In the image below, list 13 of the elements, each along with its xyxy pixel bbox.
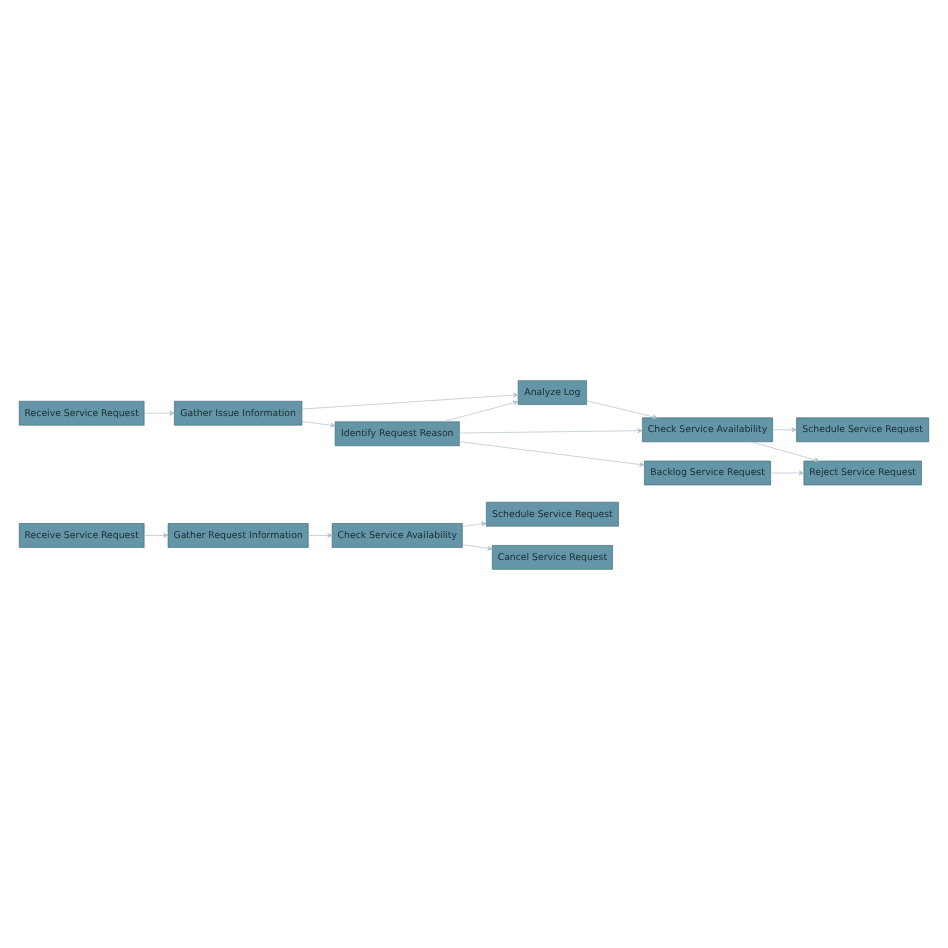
arrow <box>462 520 487 526</box>
arrow <box>301 420 336 427</box>
arrow <box>459 427 643 433</box>
arrow <box>586 399 658 419</box>
arrow <box>144 532 169 537</box>
arrow <box>442 399 519 422</box>
arrow <box>750 440 820 462</box>
arrow <box>144 409 175 415</box>
arrow <box>301 391 519 409</box>
arrow <box>462 543 493 550</box>
arrow <box>459 440 645 466</box>
arrow <box>772 426 797 432</box>
arrow <box>307 532 333 537</box>
